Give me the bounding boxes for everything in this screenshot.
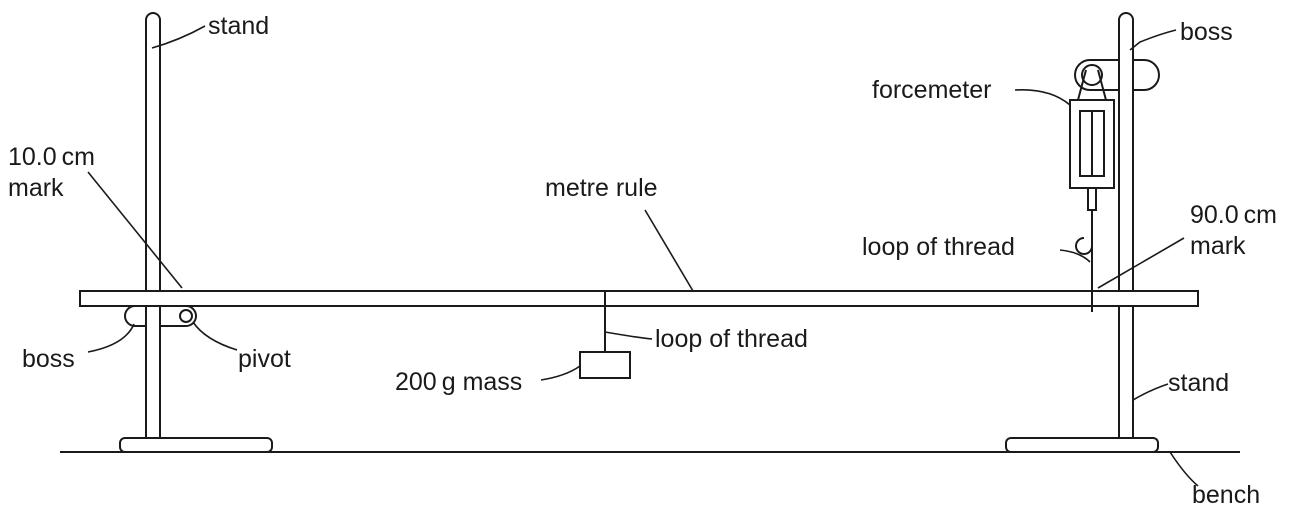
leader-pivot bbox=[192, 321, 238, 351]
mass-block bbox=[579, 351, 631, 379]
forcemeter-hook bbox=[1075, 232, 1093, 255]
label-mass: 200 g mass bbox=[395, 368, 522, 396]
leader-metre-rule bbox=[644, 209, 694, 292]
label-loop-of-thread-forcemeter: loop of thread bbox=[862, 233, 1015, 261]
right-boss bbox=[1074, 59, 1160, 91]
right-stand bbox=[1005, 12, 1159, 453]
left-stand bbox=[119, 12, 273, 453]
right-stand-base bbox=[1005, 437, 1159, 453]
label-boss-right: boss bbox=[1180, 18, 1233, 46]
label-boss-left: boss bbox=[22, 345, 75, 373]
left-boss-clamp bbox=[124, 305, 147, 327]
leader-90cm-mark bbox=[1097, 237, 1185, 289]
leader-10cm-mark bbox=[87, 171, 183, 289]
leader-boss-left bbox=[87, 323, 135, 353]
leader-stand-left bbox=[151, 25, 206, 49]
right-stand-rod bbox=[1118, 12, 1134, 439]
leader-bench bbox=[1169, 451, 1199, 487]
right-boss-body bbox=[1132, 59, 1160, 91]
label-stand-left: stand bbox=[208, 12, 269, 40]
forcemeter-hanger bbox=[1077, 69, 1107, 101]
forcemeter-shaft bbox=[1087, 187, 1097, 211]
label-90cm-mark-line2: mark bbox=[1190, 232, 1246, 260]
left-stand-base bbox=[119, 437, 273, 453]
label-loop-of-thread-mass: loop of thread bbox=[655, 325, 808, 353]
label-10cm-mark-line1: 10.0 cm bbox=[8, 143, 95, 171]
label-stand-right: stand bbox=[1168, 369, 1229, 397]
metre-rule bbox=[79, 290, 1199, 307]
label-10cm-mark-line2: mark bbox=[8, 174, 64, 202]
right-boss-hook-ring bbox=[1081, 64, 1103, 86]
leader-boss-right bbox=[1129, 29, 1177, 51]
label-pivot: pivot bbox=[238, 345, 291, 373]
pivot-pin bbox=[179, 309, 193, 323]
leader-loop-forcemeter bbox=[1059, 249, 1091, 263]
leader-forcemeter bbox=[1014, 88, 1071, 106]
forcemeter bbox=[1069, 69, 1115, 255]
leader-mass bbox=[540, 365, 581, 381]
leader-stand-right bbox=[1132, 383, 1169, 401]
leader-loop-mass bbox=[604, 331, 653, 340]
label-forcemeter: forcemeter bbox=[872, 76, 991, 104]
label-90cm-mark-line1: 90.0 cm bbox=[1190, 201, 1277, 229]
left-stand-rod bbox=[145, 12, 161, 439]
label-metre-rule: metre rule bbox=[545, 174, 658, 202]
label-bench: bench bbox=[1192, 481, 1260, 509]
left-boss bbox=[124, 305, 197, 327]
